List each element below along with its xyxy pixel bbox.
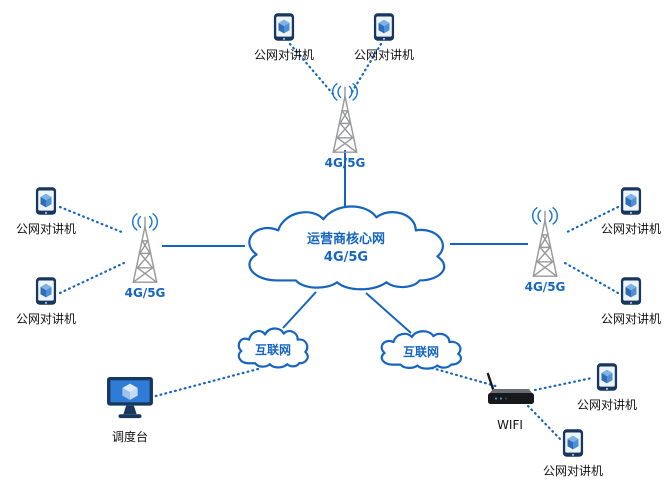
base-station-left: 4G/5G [117, 212, 173, 300]
intercom-label: 公网对讲机 [542, 464, 603, 478]
intercom-phone-icon [620, 276, 642, 306]
intercom-phone-icon [596, 362, 618, 392]
link-internetright-router [430, 366, 501, 389]
link-phonetop2-towertop [350, 42, 383, 94]
dispatcher-label: 调度台 [111, 430, 148, 444]
intercom-node-right-2: 公网对讲机 [591, 276, 669, 326]
intercom-phone-icon [35, 186, 57, 216]
intercom-node-left-2: 公网对讲机 [6, 276, 86, 326]
internet-right-label: 互联网 [402, 344, 439, 359]
wifi-router-label: WIFI [497, 418, 523, 432]
link-internetleft-dispatcher [150, 367, 260, 399]
solid-links [162, 150, 528, 334]
intercom-node-top-2: 公网对讲机 [344, 12, 424, 62]
wifi-router-icon [483, 372, 537, 410]
internet-left-label: 互联网 [254, 342, 291, 357]
link-phonetop1-towertop [288, 42, 335, 96]
intercom-label: 公网对讲机 [15, 312, 76, 326]
intercom-node-right-1: 公网对讲机 [591, 186, 669, 236]
intercom-node-wifi-2: 公网对讲机 [533, 428, 613, 478]
base-station-top-label: 4G/5G [324, 156, 366, 170]
link-core-internetright [365, 292, 412, 334]
link-phoneright2-towerright [563, 261, 620, 295]
intercom-label: 公网对讲机 [253, 48, 314, 62]
base-station-left-label: 4G/5G [124, 286, 166, 300]
wifi-router-node: WIFI [482, 372, 538, 432]
intercom-phone-icon [35, 276, 57, 306]
base-station-top: 4G/5G [317, 82, 373, 170]
wireless-dotted-links [58, 42, 620, 442]
cell-tower-icon [117, 212, 173, 284]
link-phoneleft2-towerleft [58, 261, 126, 295]
intercom-node-top-1: 公网对讲机 [244, 12, 324, 62]
link-router-phonewifi1 [533, 376, 594, 392]
intercom-label: 公网对讲机 [576, 398, 637, 412]
intercom-phone-icon [562, 428, 584, 458]
intercom-node-wifi-1: 公网对讲机 [567, 362, 647, 412]
core-network-label: 运营商核心网 4G/5G [233, 197, 459, 299]
link-phoneright1-towerright [563, 205, 620, 235]
dispatcher-console-node: 调度台 [96, 376, 164, 444]
internet-cloud-left: 互联网 [233, 324, 313, 372]
base-station-right-label: 4G/5G [524, 280, 566, 294]
intercom-label: 公网对讲机 [600, 312, 661, 326]
intercom-phone-icon [620, 186, 642, 216]
intercom-phone-icon [373, 12, 395, 42]
core-network-cloud: 运营商核心网 4G/5G [233, 197, 459, 299]
intercom-label: 公网对讲机 [353, 48, 414, 62]
base-station-right: 4G/5G [517, 206, 573, 294]
link-router-phonewifi2 [526, 404, 563, 442]
internet-cloud-right: 互联网 [375, 327, 467, 373]
core-network-label-line2: 4G/5G [323, 250, 369, 265]
link-core-internetleft [282, 291, 317, 329]
cell-tower-icon [517, 206, 573, 278]
intercom-node-left-1: 公网对讲机 [6, 186, 86, 236]
core-network-label-line1: 运营商核心网 [306, 231, 385, 247]
intercom-label: 公网对讲机 [600, 222, 661, 236]
cell-tower-icon [317, 82, 373, 154]
monitor-cube-icon [106, 376, 154, 420]
link-phoneleft1-towerleft [58, 205, 126, 235]
intercom-label: 公网对讲机 [15, 222, 76, 236]
intercom-phone-icon [273, 12, 295, 42]
